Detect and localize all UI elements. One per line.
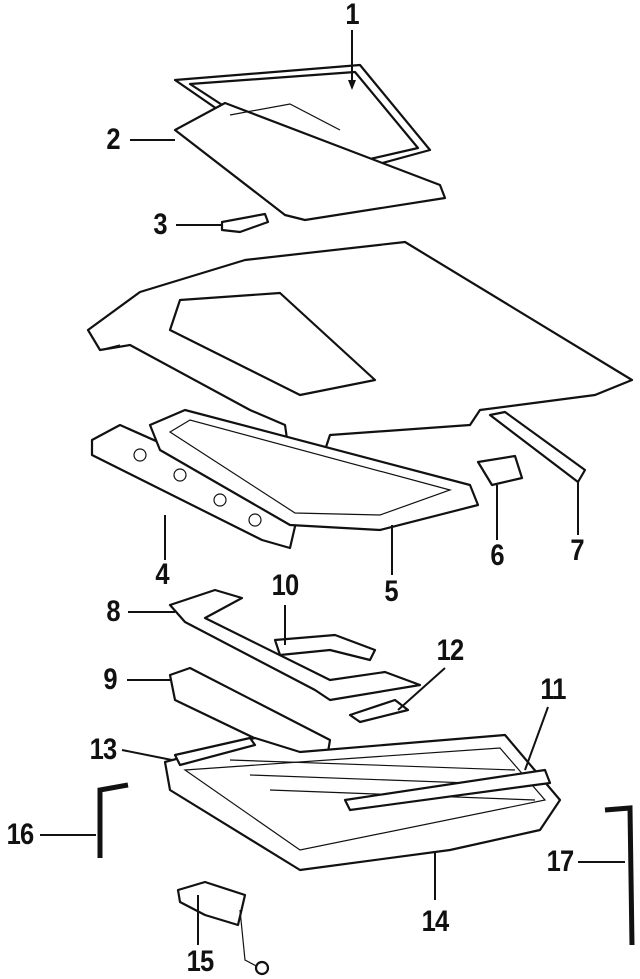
part-4-front-header-panel[interactable]: [90, 423, 302, 550]
callout-6: 6: [490, 539, 504, 572]
callout-8: 8: [106, 595, 120, 628]
part-6-reinforcement[interactable]: [476, 454, 524, 487]
callout-17: 17: [546, 845, 575, 878]
callout-9: 9: [103, 663, 117, 696]
part-7-side-rail[interactable]: [488, 410, 587, 484]
leader-lines: [40, 30, 625, 945]
callout-2: 2: [106, 123, 120, 156]
callout-14: 14: [421, 905, 450, 938]
part-2-sunroof-glass[interactable]: [173, 101, 447, 222]
part-5-sunroof-frame[interactable]: [148, 408, 480, 532]
part-16-crank-handle[interactable]: [97, 782, 129, 858]
roof-panel[interactable]: [86, 240, 634, 467]
callout-7: 7: [570, 534, 584, 567]
callout-10: 10: [271, 569, 300, 602]
part-3-bracket[interactable]: [220, 212, 270, 234]
part-17-crank-handle[interactable]: [604, 805, 635, 946]
callout-12: 12: [436, 634, 465, 667]
part-11-rail[interactable]: [343, 768, 552, 812]
callout-11: 11: [540, 673, 566, 706]
part-8-wind-deflector[interactable]: [168, 588, 422, 702]
callout-13: 13: [89, 733, 118, 766]
part-15-motor[interactable]: [176, 880, 270, 976]
part-13-seal[interactable]: [173, 736, 257, 767]
callout-4: 4: [155, 558, 169, 591]
callout-1: 1: [345, 0, 359, 31]
part-12-bracket[interactable]: [348, 698, 410, 724]
callout-15: 15: [186, 945, 215, 978]
callout-5: 5: [384, 575, 398, 608]
callout-16: 16: [6, 818, 35, 851]
callout-3: 3: [153, 208, 167, 241]
part-10-guide-rail[interactable]: [273, 633, 377, 662]
